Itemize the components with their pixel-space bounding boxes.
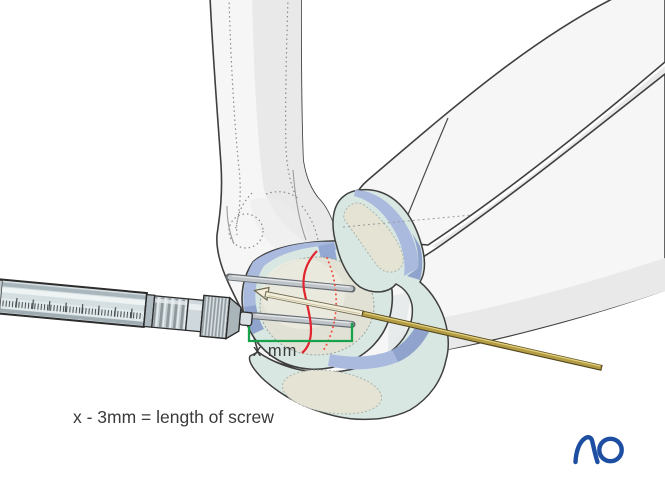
guide-wire-gold-segment (361, 310, 603, 371)
notch-subchondral-band-dark (392, 322, 430, 362)
humerus-condyle-shade (250, 198, 311, 252)
depth-gauge-device (0, 277, 253, 340)
humerus-shading (252, 0, 340, 254)
olecranon-subchondral-band (354, 190, 419, 276)
measurement-label: x mm (253, 342, 297, 360)
fracture-line (301, 250, 318, 354)
kwire-upper (225, 273, 356, 293)
humerus-ridge-lines (226, 169, 307, 245)
olecranon-subchondral-band-dark (407, 233, 423, 280)
ao-logo (573, 435, 624, 465)
ulna-joint-shade (388, 292, 412, 360)
ao-logo-letter-o (597, 436, 624, 464)
depth-gauge-knurled-nut (199, 294, 242, 340)
formula-label: x - 3mm = length of screw (73, 407, 274, 427)
ulna-shading (386, 258, 665, 382)
depth-gauge-tip (238, 311, 253, 327)
notch-subchondral-band (328, 350, 398, 370)
capitellum-subchondral-band (243, 241, 337, 307)
capitellum-core-highlight (261, 259, 345, 329)
depth-gauge-ribbed-section (151, 295, 190, 332)
depth-gauge-barrel (0, 277, 148, 328)
guide-wire (253, 286, 364, 317)
notch-bone-core (281, 369, 383, 415)
olecranon-bone-core (343, 202, 404, 273)
measurement-bracket (247, 318, 354, 343)
depth-gauge-scale-ticks (2, 296, 144, 320)
trochlear-notch-cartilage (248, 188, 449, 421)
ao-logo-letter-a (573, 435, 600, 465)
joint-axis-dashed-line (342, 214, 473, 228)
radius-shading (432, 66, 665, 252)
